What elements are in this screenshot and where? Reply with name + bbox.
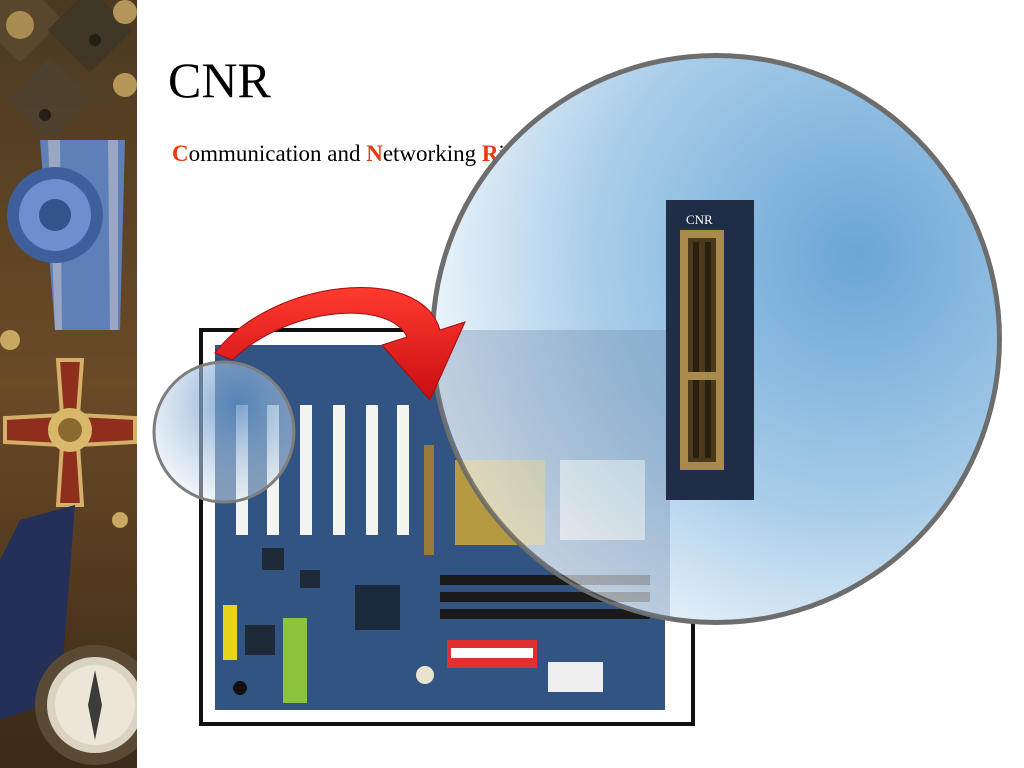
decorative-side-strip xyxy=(0,0,137,768)
red-curved-arrow-icon xyxy=(214,287,466,401)
medal-collage-image xyxy=(0,0,137,768)
subtitle-letter-n: N xyxy=(366,141,383,166)
slide-subtitle: Communication and Networking Riser xyxy=(172,141,532,167)
subtitle-text-part: ommunication and xyxy=(188,141,367,166)
small-magnifier-circle xyxy=(152,360,296,504)
cnr-slot-closeup: CNR xyxy=(666,200,754,500)
cnr-slot-label: CNR xyxy=(686,212,713,227)
subtitle-text-part: etworking xyxy=(382,141,482,166)
slide-title: CNR xyxy=(168,52,271,108)
subtitle-letter-c: C xyxy=(172,141,189,166)
